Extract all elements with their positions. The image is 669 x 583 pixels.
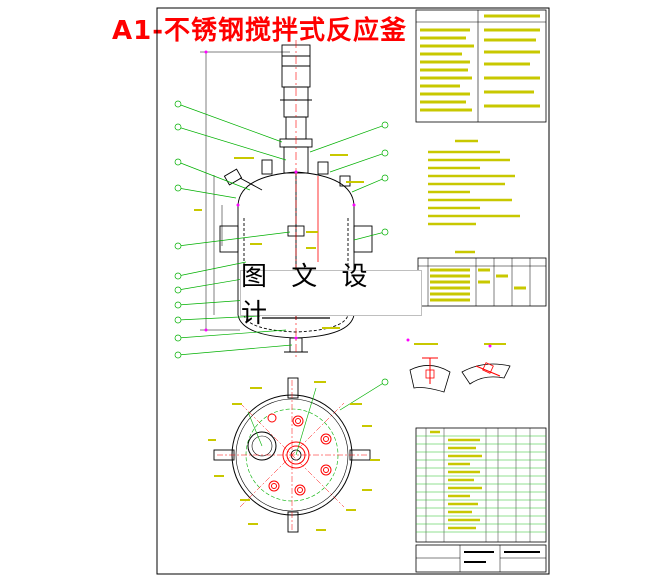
support-lug-right: [353, 225, 373, 253]
callout-leaders: [177, 103, 386, 411]
technical-characteristics-table: [415, 9, 547, 123]
reactor-plan-view: [213, 377, 371, 533]
elevation-annotations: [194, 154, 364, 329]
dimension-lines: [200, 51, 290, 331]
drawing-title: A1-不锈钢搅拌式反应釜: [112, 16, 408, 46]
nozzle-table: [417, 250, 547, 307]
detail-view-a: [409, 343, 451, 393]
technical-requirements-notes: [428, 139, 520, 226]
sheet-frame: [156, 7, 550, 575]
plan-view-angle-labels: [208, 381, 380, 531]
dimension-marks: [204, 50, 492, 348]
title-block: [415, 544, 547, 573]
support-lug-left: [219, 225, 239, 253]
parts-list-table: [415, 427, 547, 543]
detail-view-b: [461, 343, 511, 385]
watermark: 图 文 设 计: [240, 262, 422, 329]
callout-bubbles: [174, 100, 389, 386]
